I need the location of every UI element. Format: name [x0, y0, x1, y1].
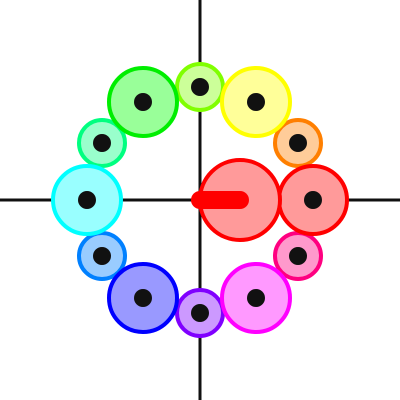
circle-orange-center-dot: [289, 134, 307, 152]
circle-rose-center-dot: [289, 247, 307, 265]
circle-chartreuse-center-dot: [191, 78, 209, 96]
circle-spring-green-center-dot: [93, 134, 111, 152]
circle-red-center-dot: [304, 191, 322, 209]
circle-blue-center-dot: [134, 289, 152, 307]
circle-yellow-center-dot: [247, 93, 265, 111]
circle-green-center-dot: [134, 93, 152, 111]
circle-centers: [78, 78, 322, 322]
circle-cyan-center-dot: [78, 191, 96, 209]
circle-violet-center-dot: [191, 304, 209, 322]
circle-magenta-center-dot: [247, 289, 265, 307]
circle-azure-center-dot: [93, 247, 111, 265]
